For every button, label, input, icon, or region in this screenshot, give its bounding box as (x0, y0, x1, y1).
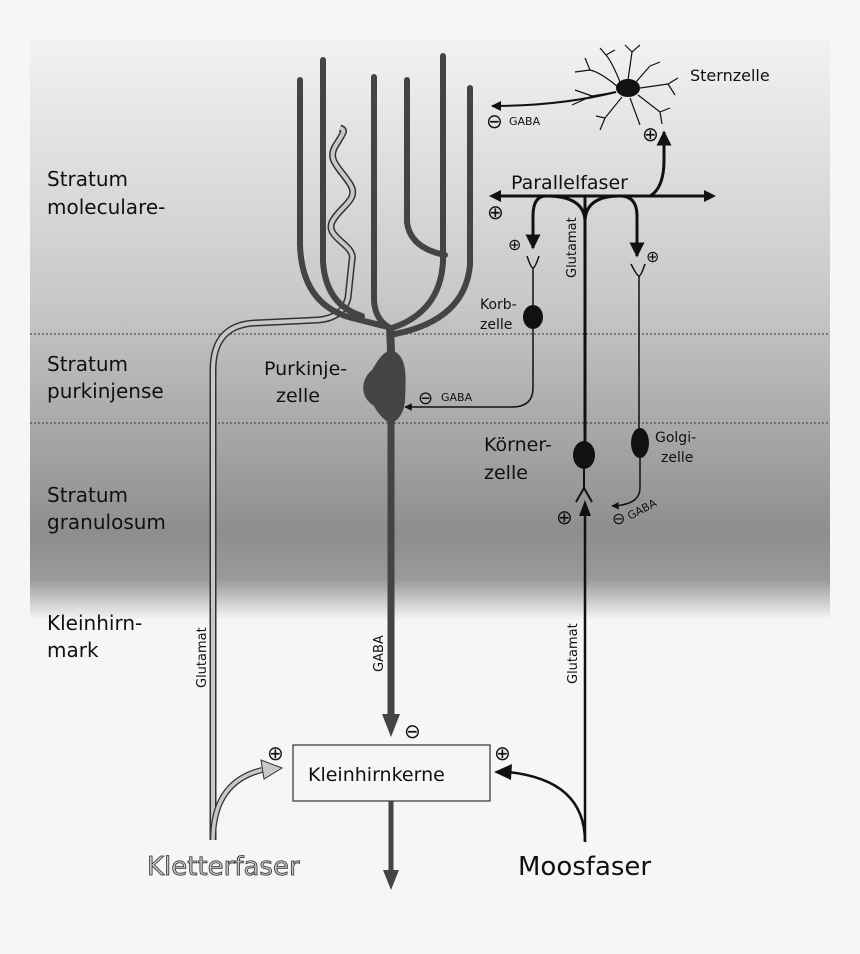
stellate-cell (571, 44, 679, 131)
gaba-label-purkinje-axon: GABA (372, 635, 387, 672)
glutamat-label-granule: Glutamat (565, 217, 580, 278)
excitatory-sign-granule: ⊕ (556, 505, 573, 529)
excitatory-sign-basket: ⊕ (508, 235, 521, 254)
moosfaser-label: Moosfaser (518, 852, 651, 882)
excitatory-sign-nuclei-right: ⊕ (494, 741, 511, 765)
sternzelle-label: Sternzelle (690, 66, 770, 85)
output-arrowhead (383, 870, 399, 890)
purkinjezelle-label-2: zelle (276, 385, 320, 407)
mossy-fiber (494, 500, 591, 843)
excitatory-sign-stellate: ⊕ (642, 122, 659, 146)
golgizelle-label-1: Golgi- (655, 430, 696, 446)
layer-label-medulla-2: mark (47, 638, 99, 662)
layer-background (30, 40, 830, 620)
stellate-soma (616, 79, 640, 97)
inhibitory-sign-stellate: ⊖ (486, 109, 503, 133)
excitatory-sign-parallel: ⊕ (487, 200, 504, 224)
parallelfaser-label: Parallelfaser (511, 172, 628, 194)
excitatory-sign-nuclei-left: ⊕ (267, 741, 284, 765)
basket-soma (523, 305, 543, 329)
excitatory-sign-golgi: ⊕ (646, 247, 659, 266)
layer-label-purkinje-1: Stratum (47, 352, 128, 376)
golgizelle-label-2: zelle (661, 450, 693, 466)
stellate-axon (491, 91, 617, 111)
inhibitory-sign-golgi: ⊖ (612, 509, 625, 528)
parallel-fiber (489, 130, 716, 258)
kleinhirnkerne-label: Kleinhirnkerne (308, 764, 445, 786)
purkinje-soma (363, 350, 406, 424)
granule-cell (545, 194, 621, 503)
inhibitory-sign-nuclei: ⊖ (404, 719, 421, 743)
layer-label-medulla-1: Kleinhirn- (47, 611, 142, 635)
korbzelle-label-1: Korb- (480, 297, 517, 313)
climbing-fiber (209, 124, 357, 841)
kletterfaser-label: Kletterfaser (147, 852, 300, 882)
glutamat-label-mossy: Glutamat (566, 623, 581, 684)
layer-label-granular-1: Stratum (47, 483, 128, 507)
korbzelle-label-2: zelle (480, 317, 512, 333)
layer-label-molecular-1: Stratum (47, 167, 128, 191)
gaba-label-stellate: GABA (509, 115, 541, 128)
climbing-fiber-arrowhead (260, 759, 284, 780)
koernerzelle-label-2: zelle (484, 462, 528, 484)
kleinhirnkerne-box (292, 744, 491, 802)
layer-label-molecular-2: moleculare- (47, 195, 165, 219)
golgi-cell (611, 263, 649, 510)
purkinje-cell (297, 53, 473, 890)
inhibitory-sign-basket: ⊖ (418, 388, 433, 409)
layer-label-granular-2: granulosum (47, 510, 166, 534)
gaba-label-basket: GABA (441, 391, 473, 404)
glutamat-label-climbing: Glutamat (195, 627, 210, 688)
koernerzelle-label-1: Körner- (484, 434, 552, 456)
layer-label-purkinje-2: purkinjense (47, 379, 164, 403)
basket-cell (404, 255, 543, 411)
purkinje-axon-arrowhead (382, 714, 400, 737)
golgi-soma (631, 428, 649, 458)
purkinjezelle-label-1: Purkinje- (264, 358, 347, 380)
granule-soma (573, 441, 595, 469)
